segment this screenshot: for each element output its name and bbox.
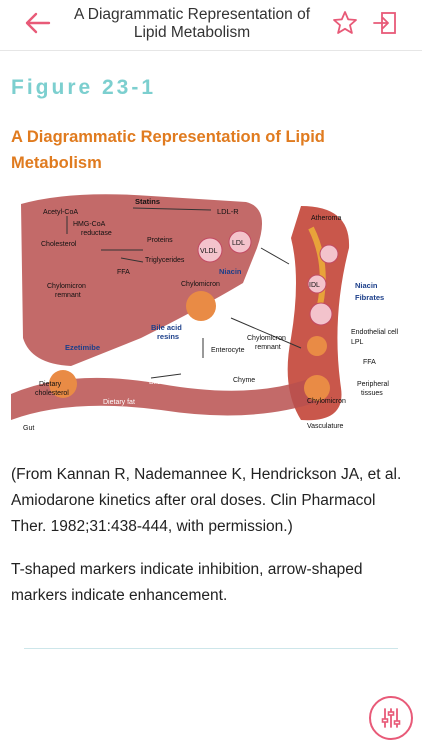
ldl-particle-vessel (319, 244, 339, 264)
ldl-r-label: LDL-R (217, 207, 239, 216)
dietary-cholesterol-label-2: cholesterol (35, 390, 69, 397)
page-title: A Diagrammatic Representation of Lipid M… (73, 6, 311, 41)
bile-acids-label: Bile acids (149, 379, 179, 386)
lpl-label: LPL (351, 339, 364, 346)
exit-button[interactable] (372, 10, 398, 36)
acetyl-coa-label: Acetyl-CoA (43, 209, 78, 216)
proteins-label: Proteins (147, 237, 173, 244)
figure-label: Figure 23-1 (11, 76, 157, 99)
niacin-label-2: Niacin (355, 281, 378, 290)
back-button[interactable] (20, 8, 54, 38)
divider (24, 648, 398, 649)
figure-caption: (From Kannan R, Nademannee K, Hendrickso… (11, 466, 402, 535)
chyme-label: Chyme (233, 377, 255, 384)
chylomicron-particle (186, 291, 216, 321)
vldl-particle (197, 237, 223, 263)
chylomicron-remnant-label-2: remnant (55, 292, 81, 299)
hmg-coa-label: HMG-CoA (73, 221, 106, 228)
idl-label: IDL (309, 282, 320, 289)
dietary-cholesterol-particle (49, 370, 77, 398)
bile-acid-resins-label-1: Bile acid (151, 323, 182, 332)
vldl-particle-vessel (309, 302, 333, 326)
chylomicron-remnant-label-1: Chylomicron (47, 283, 86, 290)
chylomicron-remnant-label-3: Chylomicron (247, 335, 286, 342)
ldl-label: LDL (232, 240, 245, 247)
chylomicron-vessel-label: Chylomicron (307, 398, 346, 405)
dietary-cholesterol-label-1: Dietary (39, 381, 62, 388)
intestine-shape (11, 377, 317, 420)
liver-shape (21, 194, 263, 366)
chylomicron-remnant-particle (307, 336, 327, 356)
favorite-button[interactable] (332, 10, 358, 36)
chylomicron-remnant-label-4: remnant (255, 344, 281, 351)
endothelial-cell-label: Endothelial cell (351, 329, 399, 336)
atheroma-label: Atheroma (311, 215, 341, 222)
ldl-particle (228, 230, 252, 254)
ffa-label: FFA (117, 269, 130, 276)
niacin-label: Niacin (219, 267, 242, 276)
reductase-label: reductase (81, 230, 112, 237)
idl-particle (307, 274, 327, 294)
statins-label: Statins (135, 197, 160, 206)
fibrates-label: Fibrates (355, 293, 384, 302)
sign-out-icon (373, 12, 396, 34)
enterocyte-label: Enterocyte (211, 347, 245, 354)
chylomicron-label: Chylomicron (181, 281, 220, 288)
settings-button[interactable] (369, 696, 413, 740)
bile-acid-resins-label-2: resins (157, 332, 179, 341)
lipid-metabolism-diagram: Acetyl-CoA Statins HMG-CoA reductase LDL… (11, 194, 399, 432)
ffa-label-2: FFA (363, 359, 376, 366)
arrow-left-icon (25, 12, 51, 34)
figure-title: A Diagrammatic Representation of Lipid M… (11, 128, 325, 172)
gut-label: Gut (23, 425, 34, 432)
peripheral-tissues-label-1: Peripheral (357, 381, 389, 388)
peripheral-tissues-label-2: tissues (361, 390, 383, 397)
ezetimibe-label: Ezetimibe (65, 343, 100, 352)
vasculature-label: Vasculature (307, 423, 344, 430)
sliders-icon (381, 708, 401, 728)
dietary-fat-label: Dietary fat (103, 399, 135, 406)
chylomicron-vessel-particle (304, 375, 330, 401)
figure-note: T-shaped markers indicate inhibition, ar… (11, 561, 363, 604)
triglycerides-label: Triglycerides (145, 257, 185, 264)
lipid-metabolism-figure: Acetyl-CoA Statins HMG-CoA reductase LDL… (11, 188, 411, 434)
vldl-label: VLDL (200, 248, 218, 255)
cholesterol-label: Cholesterol (41, 241, 77, 248)
app-header: A Diagrammatic Representation of Lipid M… (0, 0, 422, 51)
star-icon (333, 11, 357, 34)
